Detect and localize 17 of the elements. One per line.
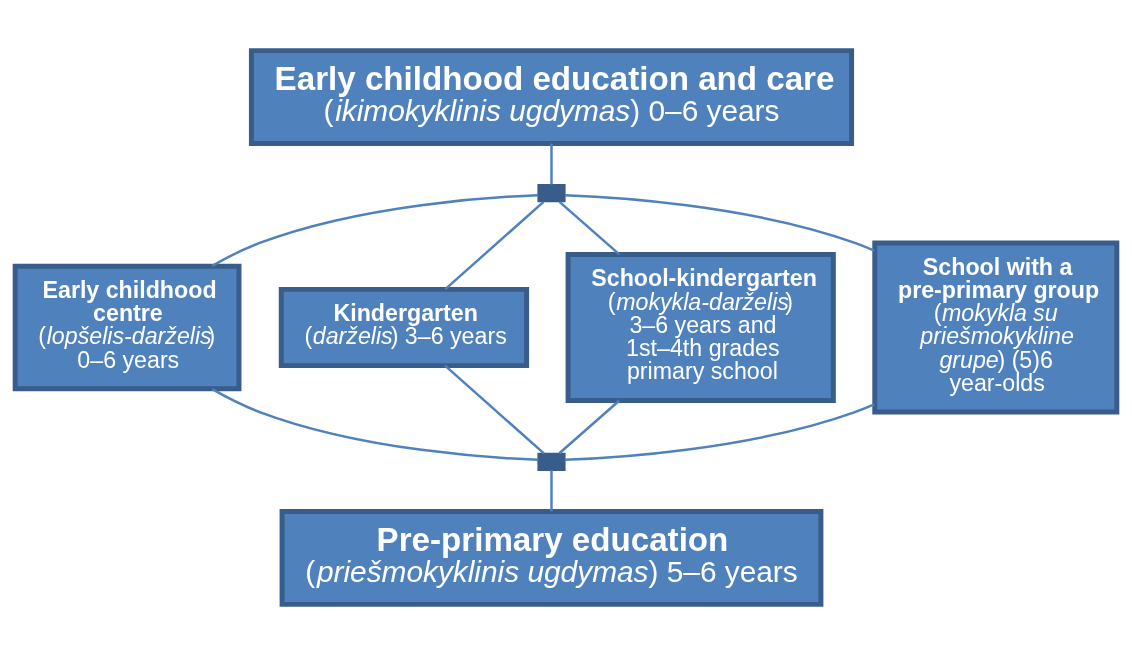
node-box: Pre-primary education (priešmokyklinis ugdymas) 5–6 years bbox=[279, 508, 824, 607]
node-box: Early childhood education and care (ikimokyklinis ugdymas) 0–6 years bbox=[248, 47, 855, 146]
node-box: School with a pre-primary group (mokykla su priešmokykline grupe) (5)6 year-olds bbox=[872, 239, 1120, 415]
connector bbox=[565, 402, 875, 461]
connector bbox=[211, 193, 539, 267]
connector bbox=[444, 200, 545, 290]
connector bbox=[558, 200, 621, 255]
connector bbox=[211, 387, 539, 461]
connector bbox=[550, 143, 553, 185]
connector bbox=[550, 469, 553, 511]
connector bbox=[558, 399, 620, 454]
connector bbox=[565, 193, 875, 252]
connector bbox=[444, 364, 545, 454]
node-box bbox=[537, 452, 566, 471]
node-box: Early childhood centre (lopšelis-darželis) 0–6 years bbox=[12, 263, 242, 391]
node-box bbox=[537, 183, 566, 202]
node-box: Kindergarten (darželis) 3–6 years bbox=[278, 286, 530, 368]
